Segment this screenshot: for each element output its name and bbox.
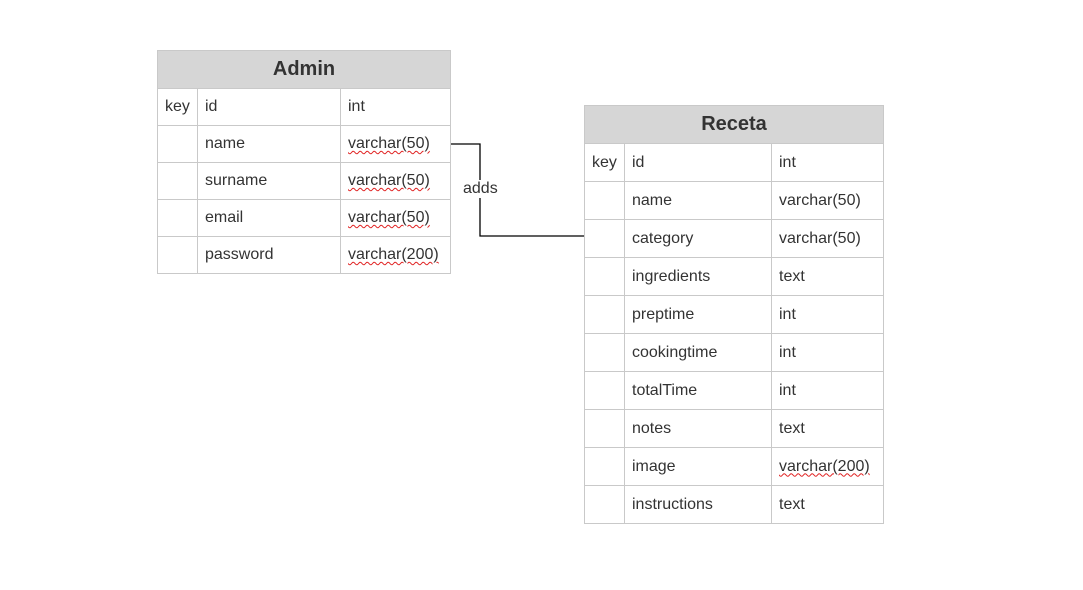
field-type-cell: varchar(200) — [771, 447, 884, 486]
field-type-cell: varchar(50) — [771, 181, 884, 220]
relationship-label: adds — [462, 180, 499, 198]
key-cell: key — [584, 143, 625, 182]
field-name-cell: totalTime — [624, 371, 772, 410]
field-name-cell: surname — [197, 162, 341, 200]
field-type-cell: varchar(50) — [340, 199, 451, 237]
table-row[interactable]: surname varchar(50) — [157, 162, 451, 200]
field-name-cell: name — [624, 181, 772, 220]
key-cell: key — [157, 88, 198, 126]
field-type-cell: varchar(50) — [340, 125, 451, 163]
field-name-cell: notes — [624, 409, 772, 448]
field-type-cell: varchar(50) — [771, 219, 884, 258]
key-cell — [584, 181, 625, 220]
key-cell — [584, 371, 625, 410]
table-row[interactable]: cookingtime int — [584, 333, 884, 372]
field-type-cell: int — [771, 295, 884, 334]
field-type-cell: text — [771, 485, 884, 524]
table-row[interactable]: key id int — [157, 88, 451, 126]
field-name-cell: preptime — [624, 295, 772, 334]
table-row[interactable]: name varchar(50) — [157, 125, 451, 163]
key-cell — [157, 162, 198, 200]
table-row[interactable]: name varchar(50) — [584, 181, 884, 220]
receta-table-title: Receta — [584, 105, 884, 144]
field-name-cell: password — [197, 236, 341, 274]
table-row[interactable]: image varchar(200) — [584, 447, 884, 486]
table-row[interactable]: notes text — [584, 409, 884, 448]
table-row[interactable]: totalTime int — [584, 371, 884, 410]
field-name-cell: ingredients — [624, 257, 772, 296]
table-row[interactable]: email varchar(50) — [157, 199, 451, 237]
field-type-cell: varchar(200) — [340, 236, 451, 274]
field-name-cell: image — [624, 447, 772, 486]
table-row[interactable]: preptime int — [584, 295, 884, 334]
field-type-cell: varchar(50) — [340, 162, 451, 200]
key-cell — [157, 125, 198, 163]
admin-table-title: Admin — [157, 50, 451, 89]
field-type-cell: int — [771, 371, 884, 410]
receta-entity-table[interactable]: Receta key id int name varchar(50) categ… — [584, 105, 884, 524]
table-row[interactable]: instructions text — [584, 485, 884, 524]
table-row[interactable]: key id int — [584, 143, 884, 182]
table-row[interactable]: password varchar(200) — [157, 236, 451, 274]
field-name-cell: instructions — [624, 485, 772, 524]
key-cell — [584, 219, 625, 258]
admin-entity-table[interactable]: Admin key id int name varchar(50) surnam… — [157, 50, 451, 274]
key-cell — [157, 236, 198, 274]
field-type-cell: int — [771, 143, 884, 182]
field-name-cell: id — [197, 88, 341, 126]
